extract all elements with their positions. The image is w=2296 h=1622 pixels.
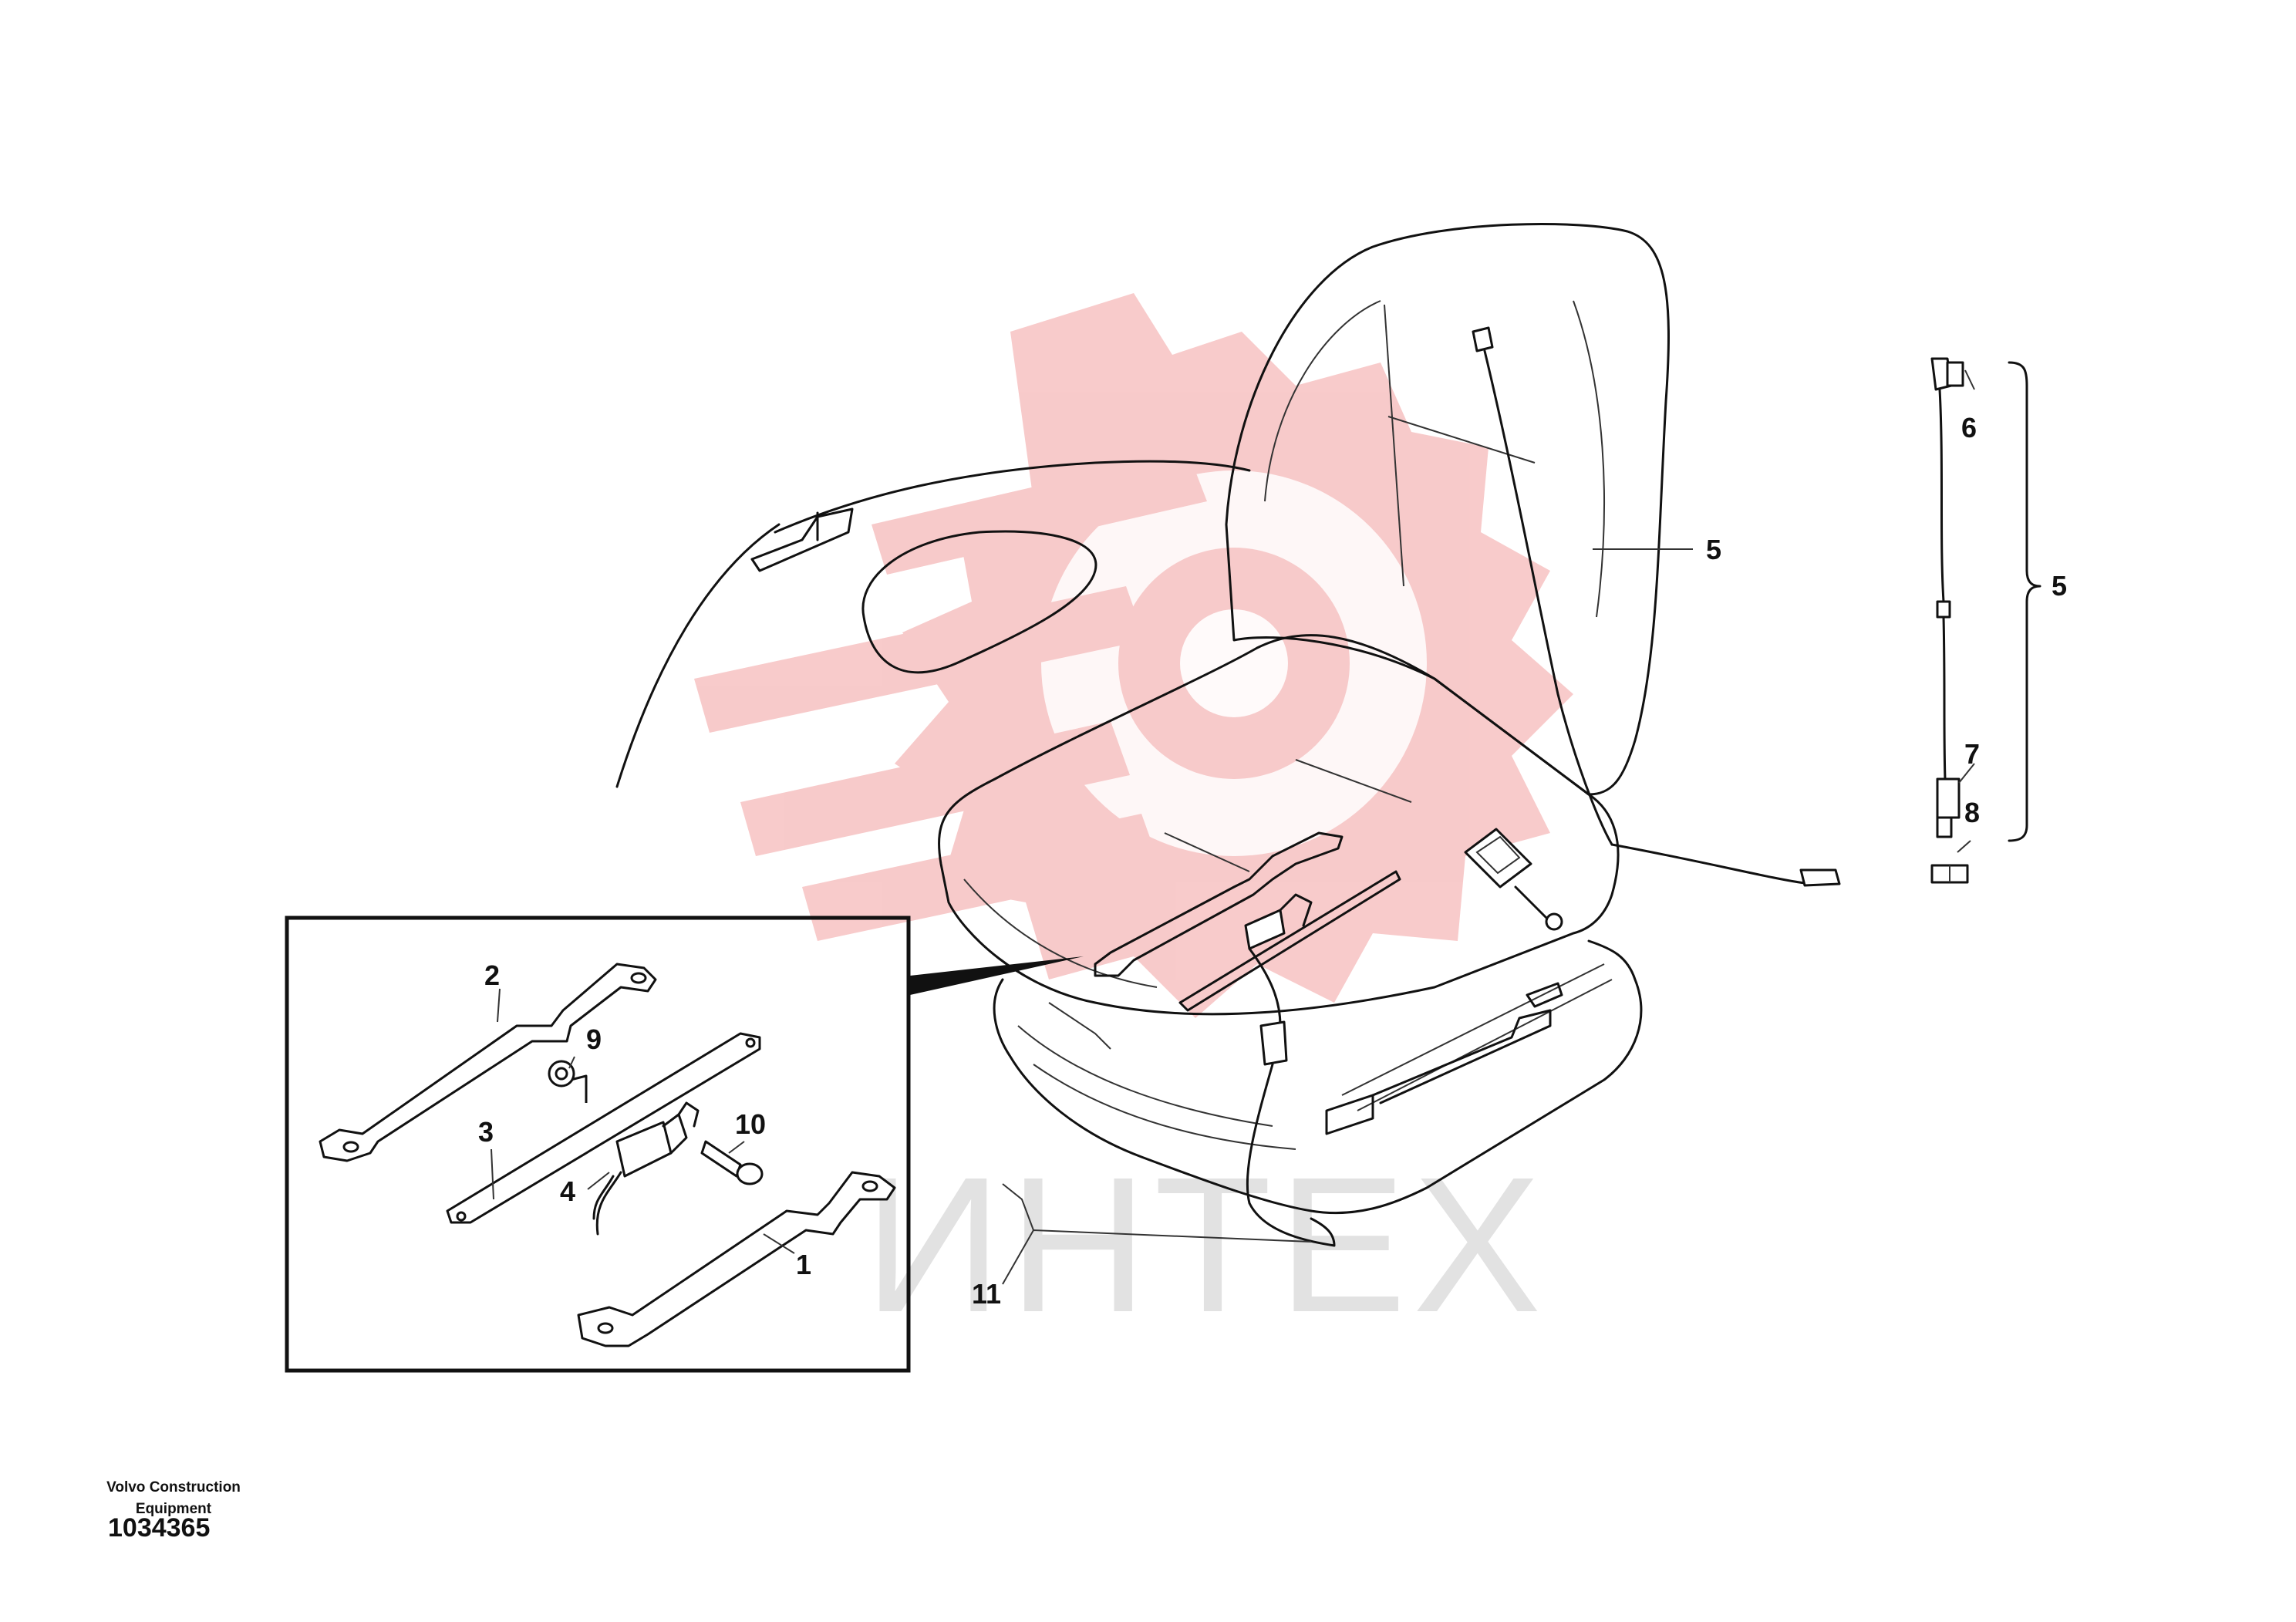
callout-6: 6 [1961, 412, 1977, 443]
callouts: 1 2 3 4 5 5 6 7 8 9 10 11 [478, 412, 2067, 1310]
detail-bar-3 [446, 1032, 761, 1224]
callout-9: 9 [586, 1023, 602, 1055]
callout-2: 2 [484, 959, 500, 991]
callout-10: 10 [735, 1108, 766, 1140]
harness-kit [1930, 357, 2041, 884]
detail-screw-10 [700, 1140, 764, 1185]
callout-7: 7 [1964, 738, 1980, 770]
seat-cushion [938, 634, 1620, 1016]
detail-box [285, 916, 911, 1373]
leader-lines [491, 369, 1975, 1285]
callout-5-group: 5 [2052, 570, 2067, 602]
drawing-number: 1034365 [108, 1513, 211, 1543]
detail-bracket-2 [319, 963, 657, 1162]
floor-harness [1246, 947, 1336, 1247]
seat-harness [1472, 326, 1841, 887]
detail-switch-4 [570, 1074, 700, 1236]
detail-bracket-1 [577, 1171, 896, 1347]
callout-5-main: 5 [1706, 534, 1721, 565]
brand-label: Volvo Construction Equipment [106, 1479, 241, 1517]
callout-3: 3 [478, 1116, 494, 1148]
cab-outline [615, 460, 1251, 788]
callout-8: 8 [1964, 797, 1980, 828]
seat-brackets [1094, 831, 1401, 1012]
watermark-text: ИНТЕХ [864, 1137, 1547, 1352]
detail-pointer [910, 956, 1084, 995]
callout-4: 4 [560, 1175, 575, 1207]
detail-nut-9 [548, 1060, 575, 1088]
gear-logo-icon [694, 293, 1573, 1018]
seat-base [993, 939, 1643, 1215]
callout-11: 11 [972, 1278, 1001, 1310]
callout-1: 1 [796, 1249, 811, 1280]
seat-belt-buckle [1464, 828, 1563, 931]
